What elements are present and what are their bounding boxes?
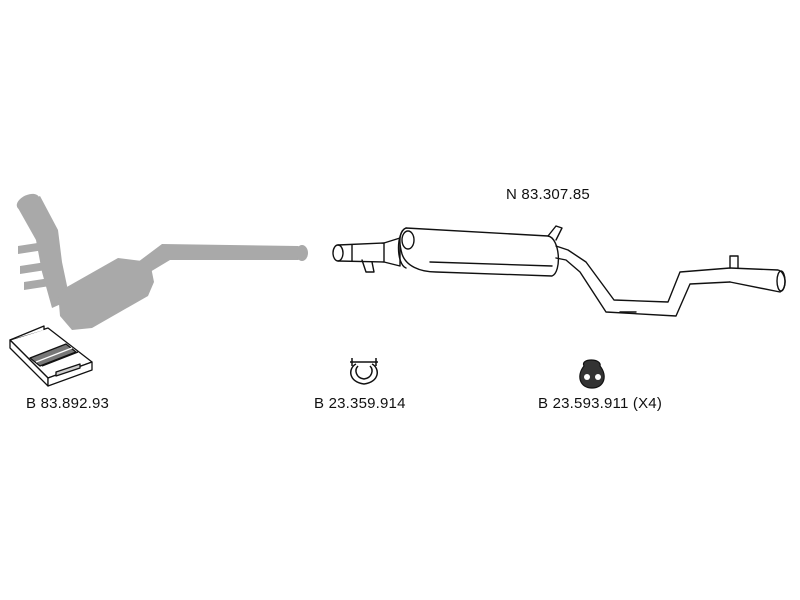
rear-muffler-pipe-icon (332, 225, 786, 317)
rubber-hanger-icon (579, 359, 605, 389)
front-pipe-catalyst-icon (16, 193, 308, 330)
mounting-kit-part-number: B 83.892.93 (26, 395, 110, 412)
clamp-part-number: B 23.359.914 (314, 395, 406, 412)
hanger-part-number: B 23.593.911 (X4) (538, 395, 663, 412)
mounting-kit-box-icon (9, 325, 93, 387)
pipe-clamp-icon (350, 358, 378, 385)
main-section-part-number: N 83.307.85 (506, 186, 590, 203)
